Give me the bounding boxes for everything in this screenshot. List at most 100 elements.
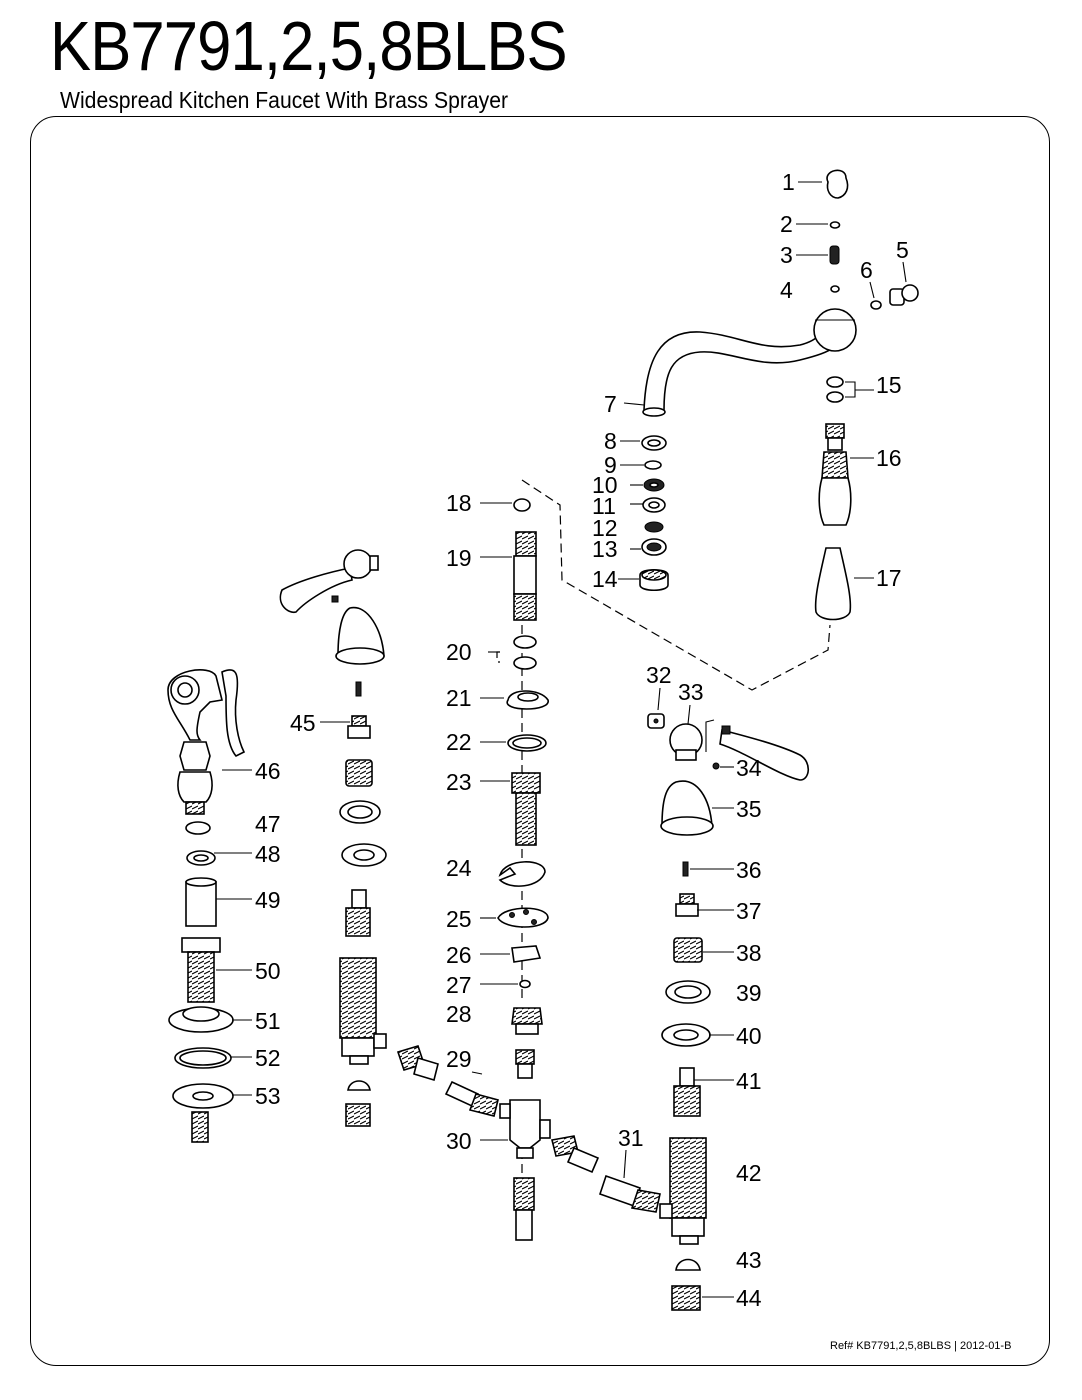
label-35: 35	[736, 796, 762, 822]
reference-number: Ref# KB7791,2,5,8BLBS | 2012-01-B	[830, 1340, 1012, 1352]
label-9: 9	[604, 452, 617, 478]
label-19: 19	[446, 545, 472, 571]
sprayer-hose	[191, 1111, 209, 1143]
o-ring-20b	[513, 656, 537, 670]
label-5: 5	[896, 237, 909, 263]
lock-plate-25	[497, 907, 549, 928]
mounting-nut-26	[511, 945, 542, 963]
label-43: 43	[736, 1247, 762, 1273]
label-33: 33	[678, 679, 704, 705]
sprayer-o-ring-47	[185, 821, 211, 835]
small-washer	[829, 221, 841, 229]
supply-line-31	[551, 1135, 661, 1213]
label-30: 30	[446, 1128, 472, 1154]
right-lever-handle	[719, 728, 810, 781]
label-34: 34	[736, 755, 762, 781]
label-18: 18	[446, 490, 472, 516]
right-valve-body-42	[659, 1137, 707, 1245]
label-24: 24	[446, 855, 472, 881]
center-mounting-column	[497, 498, 551, 1241]
right-cap-32	[647, 713, 665, 729]
left-ferrule	[347, 1080, 371, 1091]
spout-assembly	[639, 169, 919, 621]
label-32: 32	[646, 662, 672, 688]
label-37: 37	[736, 898, 762, 924]
label-31: 31	[618, 1125, 644, 1151]
right-handle-valve	[647, 713, 810, 1311]
aerator-insert-12	[644, 521, 664, 533]
aerator-stack	[639, 435, 669, 592]
label-16: 16	[876, 445, 902, 471]
part-number-labels: 1 2 3 4 5 6 7 15 16 17 8 9 10 11 12 13 1…	[255, 169, 909, 1311]
o-ring-small	[830, 285, 840, 293]
label-40: 40	[736, 1023, 762, 1049]
finial-cap	[826, 169, 849, 199]
connector-hose-29	[444, 1080, 499, 1117]
small-washer-27	[519, 979, 531, 989]
right-set-screw-34	[712, 762, 720, 770]
label-13: 13	[592, 536, 618, 562]
supply-line-29	[396, 1045, 439, 1082]
right-bonnet-nut-38	[673, 937, 703, 963]
label-17: 17	[876, 565, 902, 591]
left-stem-adapter-45	[347, 715, 371, 739]
label-15: 15	[876, 372, 902, 398]
document-subtitle: Widespread Kitchen Faucet With Brass Spr…	[60, 87, 509, 113]
label-3: 3	[780, 242, 793, 268]
sprayer-shank-50	[181, 937, 221, 1003]
right-stem-adapter-37	[675, 893, 699, 917]
right-compression-nut-44	[671, 1285, 701, 1311]
spout-base-sleeve	[814, 547, 852, 621]
label-50: 50	[255, 958, 281, 984]
side-washer	[870, 300, 882, 310]
label-36: 36	[736, 857, 762, 883]
spout-o-ring-lower	[826, 391, 844, 403]
o-ring-18	[513, 498, 531, 512]
label-21: 21	[446, 685, 472, 711]
label-26: 26	[446, 942, 472, 968]
right-cartridge-41	[673, 1067, 701, 1117]
label-48: 48	[255, 841, 281, 867]
left-compression-nut	[345, 1103, 371, 1127]
spout-o-ring-upper	[826, 376, 844, 388]
spout-shank	[818, 423, 852, 526]
label-23: 23	[446, 769, 472, 795]
label-38: 38	[736, 940, 762, 966]
label-25: 25	[446, 906, 472, 932]
diagram-frame	[30, 116, 1050, 1366]
label-42: 42	[736, 1160, 762, 1186]
label-47: 47	[255, 811, 281, 837]
left-lever-handle	[279, 549, 379, 614]
label-28: 28	[446, 1001, 472, 1027]
left-handle-valve	[279, 549, 387, 1127]
gooseneck-spout	[642, 308, 857, 417]
sprayer-assembly	[167, 669, 246, 1143]
left-bonnet-nut	[345, 759, 373, 787]
mounting-bolt-23	[511, 772, 541, 846]
label-44: 44	[736, 1285, 762, 1311]
left-cartridge	[345, 889, 371, 937]
label-10: 10	[592, 472, 618, 498]
tee-connector-30	[499, 1099, 551, 1159]
label-1: 1	[782, 169, 795, 195]
label-14: 14	[592, 566, 618, 592]
label-27: 27	[446, 972, 472, 998]
label-20: 20	[446, 639, 472, 665]
label-12: 12	[592, 515, 618, 541]
connector-28	[511, 1007, 543, 1079]
label-53: 53	[255, 1083, 281, 1109]
side-cap	[889, 284, 919, 306]
label-8: 8	[604, 428, 617, 454]
sprayer-hose-center	[513, 1177, 535, 1241]
spring	[829, 245, 840, 265]
sprayer-head-46	[167, 669, 246, 815]
left-set-screw	[355, 681, 362, 697]
o-ring-20a	[513, 635, 537, 649]
label-49: 49	[255, 887, 281, 913]
label-41: 41	[736, 1068, 762, 1094]
label-51: 51	[255, 1008, 281, 1034]
right-set-screw-36	[682, 861, 689, 877]
label-2: 2	[780, 211, 793, 237]
label-29: 29	[446, 1046, 472, 1072]
